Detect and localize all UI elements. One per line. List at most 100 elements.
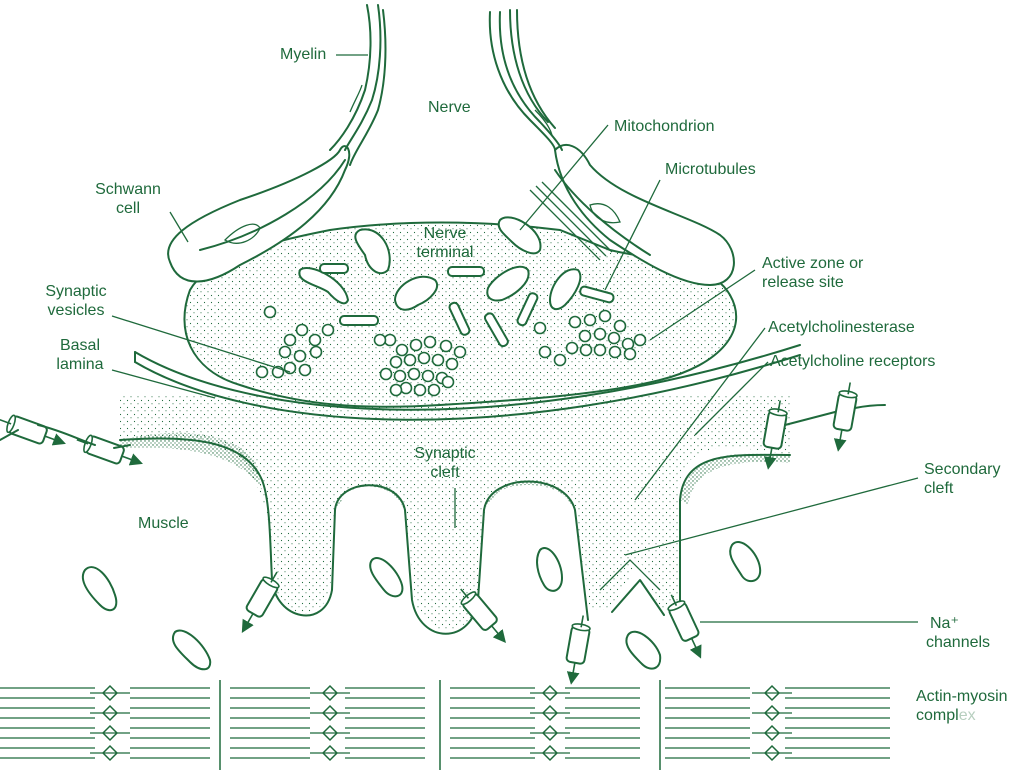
ion-channels — [0, 382, 886, 685]
label-active-zone: Active zone or release site — [762, 254, 863, 292]
synaptic-vesicle — [423, 335, 437, 349]
synaptic-vesicle — [413, 383, 427, 397]
leader-lines — [111, 54, 919, 623]
synaptic-vesicle — [533, 321, 547, 335]
membrane-line-left — [0, 424, 131, 449]
synaptic-vesicle — [538, 345, 552, 359]
synaptic-vesicle — [453, 345, 467, 359]
synaptic-vesicle — [409, 338, 423, 352]
synaptic-vesicle — [439, 339, 453, 353]
synaptic-vesicle — [308, 333, 322, 347]
ion-channel — [76, 434, 143, 466]
synaptic-vesicle — [623, 347, 637, 361]
synaptic-vesicle — [278, 345, 292, 359]
synaptic-vesicle — [608, 345, 622, 359]
synaptic-vesicle — [263, 305, 277, 319]
synaptic-vesicle — [295, 323, 309, 337]
synaptic-vesicle — [395, 343, 409, 357]
synaptic-vesicle — [407, 367, 421, 381]
synaptic-vesicle — [283, 333, 297, 347]
label-basal-lamina-line1: Basal — [59, 337, 101, 354]
label-basal-lamina: Basal lamina — [40, 336, 120, 374]
synaptic-vesicle — [399, 381, 413, 395]
microtubule-fragments — [319, 263, 615, 348]
ion-channel — [241, 571, 280, 633]
synaptic-vesicle — [321, 323, 335, 337]
synaptic-vesicle — [421, 369, 435, 383]
ion-channel — [832, 382, 858, 452]
synaptic-vesicle — [389, 383, 403, 397]
actin-myosin-complex — [0, 680, 890, 770]
label-secondary-cleft: Secondary cleft — [924, 460, 1001, 498]
ion-channel — [667, 594, 702, 659]
synaptic-vesicle — [431, 353, 445, 367]
synaptic-vesicle — [621, 337, 635, 351]
synaptic-vesicle — [633, 333, 647, 347]
synaptic-vesicle — [593, 327, 607, 341]
receptor-clusters — [120, 432, 790, 510]
label-nerve-terminal-line1: Nerve — [423, 225, 467, 242]
myelin-sheath — [199, 4, 651, 256]
label-basal-lamina-line2: lamina — [56, 356, 104, 373]
synaptic-vesicle — [379, 367, 393, 381]
synaptic-vesicle — [565, 341, 579, 355]
label-actin-myosin-line2-a: compl — [916, 707, 959, 724]
muscle-mitochondria — [81, 541, 762, 671]
label-actin-myosin-line2-b: ex — [958, 707, 976, 724]
label-muscle: Muscle — [138, 515, 189, 532]
label-mitochondrion: Mitochondrion — [614, 118, 715, 135]
synaptic-vesicle — [293, 349, 307, 363]
label-na-channels-line1: Na⁺ — [930, 615, 959, 632]
label-nerve: Nerve — [428, 99, 471, 116]
synaptic-vesicle — [255, 365, 269, 379]
synaptic-vesicle — [389, 355, 403, 369]
synaptic-vesicle — [427, 383, 441, 397]
synaptic-vesicle — [445, 357, 459, 371]
label-schwann-line1: Schwann — [95, 181, 161, 198]
synaptic-vesicle — [403, 353, 417, 367]
synaptic-vesicle — [593, 343, 607, 357]
synaptic-vesicle — [298, 363, 312, 377]
ion-channel — [565, 615, 591, 685]
synaptic-vesicle — [309, 345, 323, 359]
label-actin-myosin-line1: Actin-myosin — [916, 688, 1008, 705]
label-synaptic-cleft-line1: Synaptic — [414, 445, 476, 462]
synaptic-vesicle — [598, 309, 612, 323]
synaptic-vesicle — [441, 375, 455, 389]
ion-channel — [460, 588, 506, 643]
label-synaptic-cleft: Synaptic cleft — [400, 444, 490, 482]
ion-channel — [762, 400, 788, 470]
synaptic-vesicle — [613, 319, 627, 333]
label-nerve-terminal: Nerve terminal — [405, 224, 485, 262]
synaptic-vesicle — [579, 343, 593, 357]
label-actin-myosin: Actin-myosin complex — [916, 687, 1008, 725]
synaptic-vesicle — [568, 315, 582, 329]
synaptic-vesicle — [417, 351, 431, 365]
synaptic-vesicle — [583, 313, 597, 327]
synaptic-vesicle — [607, 331, 621, 345]
synaptic-vesicle — [373, 333, 387, 347]
synaptic-vesicle — [393, 369, 407, 383]
synaptic-vesicles — [255, 305, 647, 397]
label-active-zone-line1: Active zone or — [762, 255, 864, 272]
label-schwann-cell: Schwann cell — [78, 180, 178, 218]
synaptic-vesicle — [578, 329, 592, 343]
label-na-channels-line2: channels — [926, 634, 991, 651]
label-synaptic-vesicles-line1: Synaptic — [45, 283, 107, 300]
label-secondary-cleft-line1: Secondary — [924, 461, 1001, 478]
synaptic-vesicle — [553, 353, 567, 367]
label-synaptic-vesicles: Synaptic vesicles — [26, 282, 126, 320]
label-microtubules: Microtubules — [665, 161, 756, 178]
basal-lamina — [134, 344, 801, 421]
label-synaptic-cleft-line2: cleft — [430, 464, 460, 481]
label-synaptic-vesicles-line2: vesicles — [47, 302, 105, 319]
label-active-zone-line2: release site — [762, 274, 844, 291]
label-acetylcholinesterase: Acetylcholinesterase — [768, 319, 915, 336]
label-actin-myosin-line2: complex — [916, 706, 1008, 725]
label-secondary-cleft-line2: cleft — [924, 480, 954, 497]
membrane-line-right — [784, 404, 886, 426]
label-acetylcholine-receptors: Acetylcholine receptors — [770, 353, 936, 370]
label-na-channels: Na⁺ channels — [926, 614, 990, 652]
label-schwann-line2: cell — [115, 200, 140, 217]
